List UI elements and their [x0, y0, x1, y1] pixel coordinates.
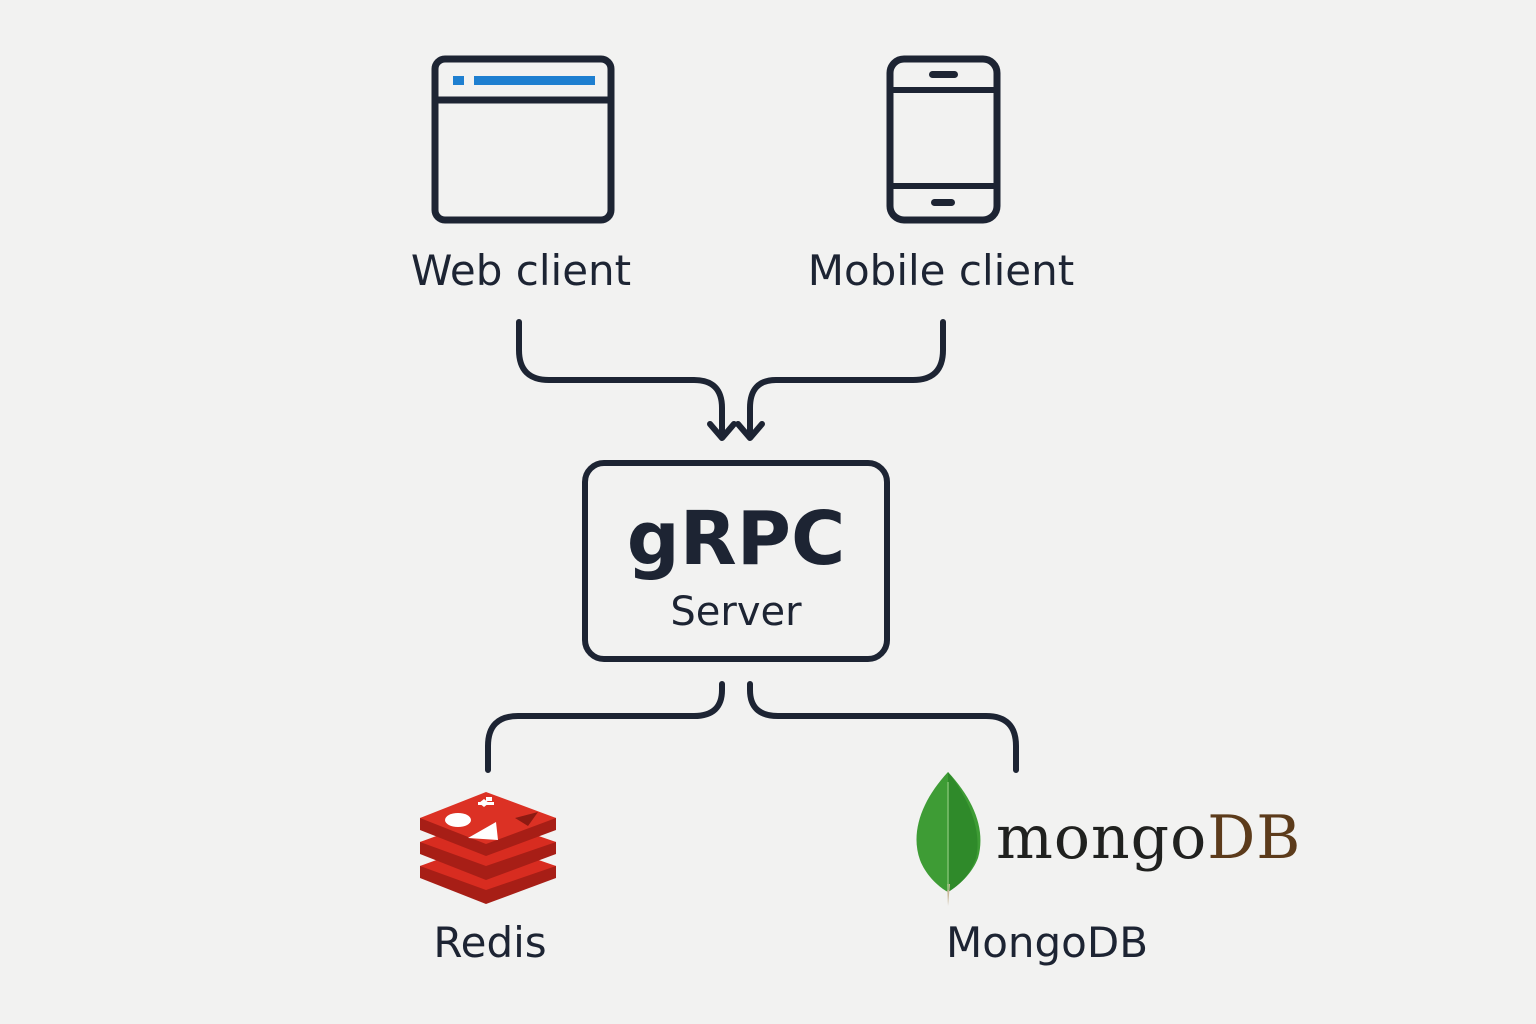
server-to-mongodb-connector [747, 681, 1019, 773]
smartphone-icon [886, 55, 1001, 224]
mobile-client-label: Mobile client [807, 246, 1075, 295]
redis-label: Redis [433, 918, 547, 967]
server-subtitle: Server [670, 589, 802, 635]
server-title: gRPC [626, 496, 846, 582]
mongodb-wordmark-part2: DB [1207, 803, 1302, 873]
grpc-server-node: gRPC Server [582, 460, 890, 662]
mongodb-wordmark-part1: mongo [996, 803, 1208, 873]
browser-window-icon [431, 55, 615, 224]
mongodb-label: MongoDB [945, 918, 1149, 967]
mobile-to-server-connector [747, 319, 946, 437]
server-to-redis-connector [485, 681, 725, 773]
mobile-arrowhead-icon [735, 421, 765, 441]
web-client-label: Web client [410, 246, 632, 295]
redis-logo [420, 792, 556, 904]
web-to-server-connector [516, 319, 725, 437]
web-arrowhead-icon [707, 421, 737, 441]
mongodb-wordmark: mongoDB [996, 808, 1301, 868]
mongodb-leaf-logo [916, 772, 981, 906]
